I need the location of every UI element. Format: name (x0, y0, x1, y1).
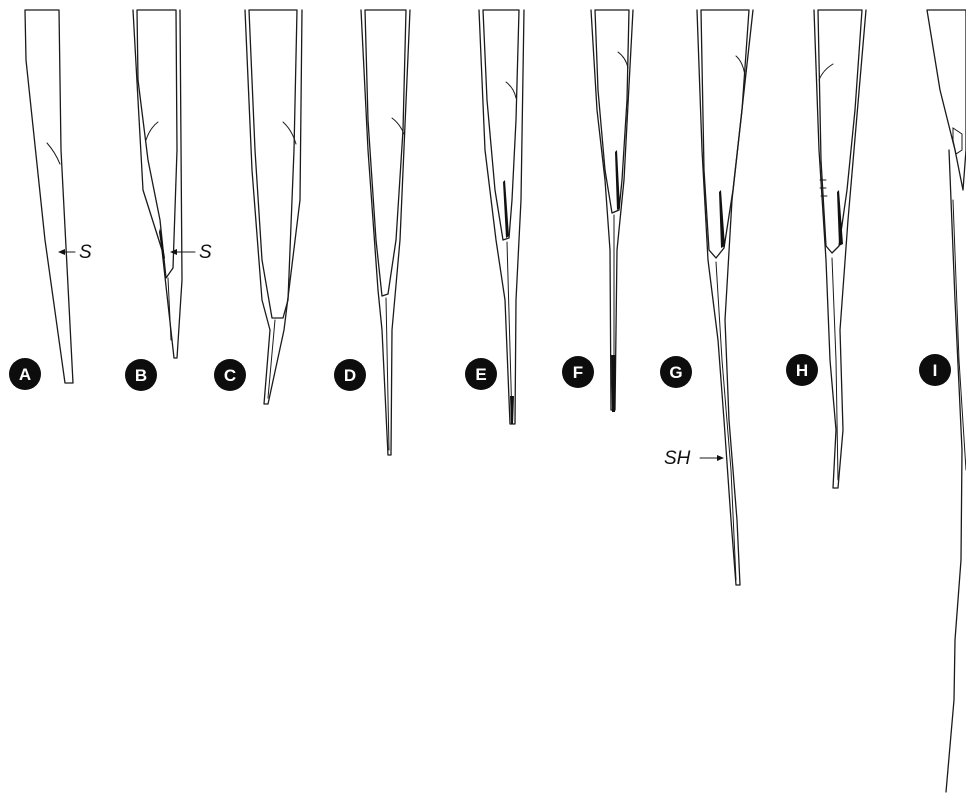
stage-f: F (562, 10, 633, 412)
stage-a-curve-mark (47, 143, 60, 164)
stage-e-hair-core (483, 10, 519, 240)
stage-i-badge-letter: I (933, 361, 938, 380)
stage-h-curve-mark (819, 64, 833, 80)
stage-f-curve-mark (618, 52, 628, 68)
stage-e-dark-edge (503, 180, 509, 238)
stage-b-hair-core (137, 10, 177, 278)
stage-b: S B (125, 10, 212, 391)
stage-d-curve-mark (392, 118, 404, 134)
stage-i-follicle-mark (953, 128, 962, 154)
stage-g-label-sh: SH (664, 448, 691, 469)
stage-e-inner-line (507, 242, 512, 420)
stage-a-hair-shaft (25, 10, 73, 383)
stage-i: I (919, 10, 966, 792)
stage-a-label-s: S (79, 242, 92, 263)
stage-e-dark-tip (510, 396, 514, 424)
stage-c-sheath-outline (245, 10, 302, 404)
stage-f-badge-letter: F (573, 363, 583, 382)
stage-f-dark-edge (615, 150, 620, 210)
stage-d-hair-core (365, 10, 406, 296)
stage-c-badge-letter: C (224, 366, 236, 385)
stage-g-hair-core (701, 10, 749, 258)
stage-g-curve-mark (736, 56, 745, 76)
stage-b-sheath-outline (133, 10, 182, 358)
stage-d-sheath-outline (361, 10, 410, 455)
stage-c-hair-core (249, 10, 297, 318)
stage-b-badge-letter: B (135, 366, 147, 385)
stage-e-badge-letter: E (475, 365, 486, 384)
stage-g: SH G (660, 10, 753, 585)
stage-a: S A (9, 10, 92, 390)
stage-c: C (214, 10, 302, 404)
stage-e-curve-mark (506, 82, 516, 98)
stage-i-hair-core (927, 10, 966, 190)
stage-i-sheath-outline (946, 150, 962, 792)
stage-h-sheath-outline (814, 10, 866, 488)
stage-d: D (334, 10, 410, 455)
stage-h-dark-edge (837, 190, 843, 246)
stage-a-badge-letter: A (19, 365, 31, 384)
stage-g-dark-edge (719, 190, 725, 248)
stage-h: H (786, 10, 866, 488)
stage-g-sheath-outline (697, 10, 753, 585)
stage-i-sheath-inner (953, 200, 966, 470)
stage-d-badge-letter: D (344, 366, 356, 385)
stage-g-badge-letter: G (669, 363, 682, 382)
stage-a-arrowhead (58, 249, 65, 255)
stage-b-curve-mark (146, 122, 158, 140)
stage-h-badge-letter: H (796, 361, 808, 380)
stage-b-label-s: S (199, 242, 212, 263)
stage-e: E (465, 10, 524, 424)
stage-g-arrowhead (717, 455, 724, 461)
